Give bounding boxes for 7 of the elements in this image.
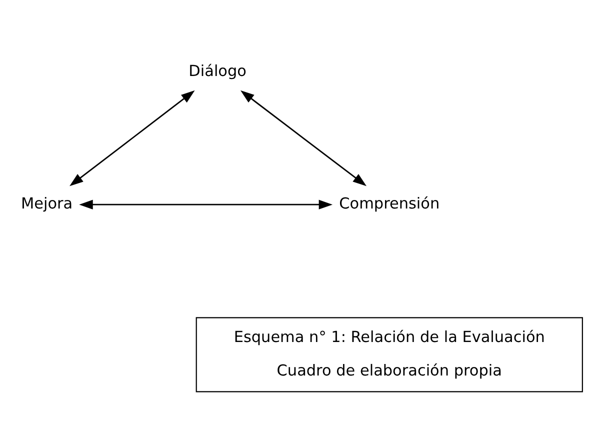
node-text: Comprensión xyxy=(339,194,440,212)
node-text: Mejora xyxy=(21,194,73,212)
arrow xyxy=(70,90,195,186)
arrow xyxy=(240,90,367,186)
node-text: Diálogo xyxy=(188,61,246,80)
arrow xyxy=(79,199,333,209)
node-box: Esquema n° 1: Relación de la Evaluación Cuadro de elaboración propia xyxy=(196,316,583,392)
